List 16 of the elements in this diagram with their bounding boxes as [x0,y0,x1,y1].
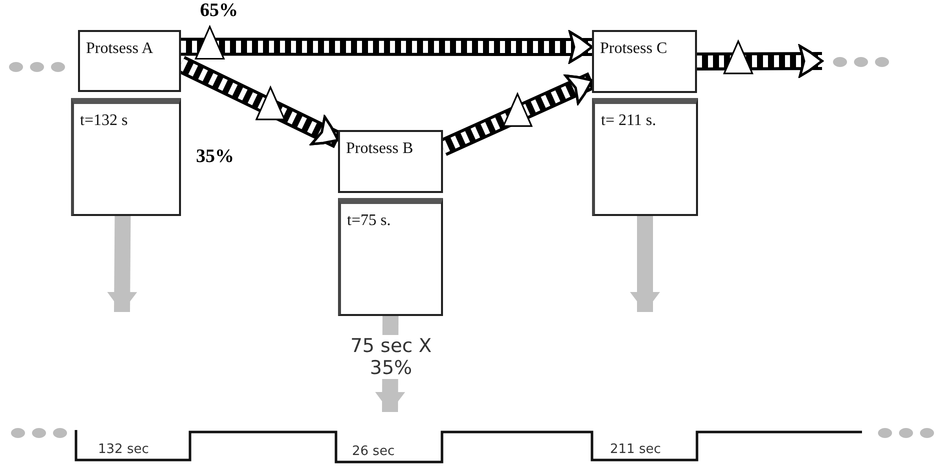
time-label: 211 sec [610,442,661,457]
process-box [338,130,443,193]
edge-label: 75 sec X 35% [350,335,432,379]
process-name: Protsess A [86,40,154,58]
duration-text: t=132 s [80,112,128,130]
process-name: Protsess C [600,40,668,58]
process-box [592,30,697,93]
time-label: 132 sec [98,442,149,457]
time-label: 26 sec [352,444,395,459]
process-name: Protsess B [346,140,414,158]
time-box [71,98,181,216]
duration-text: t=75 s. [347,212,391,230]
time-box [338,198,443,316]
time-box [592,98,698,216]
duration-text: t= 211 s. [601,112,656,130]
process-box [78,30,181,92]
